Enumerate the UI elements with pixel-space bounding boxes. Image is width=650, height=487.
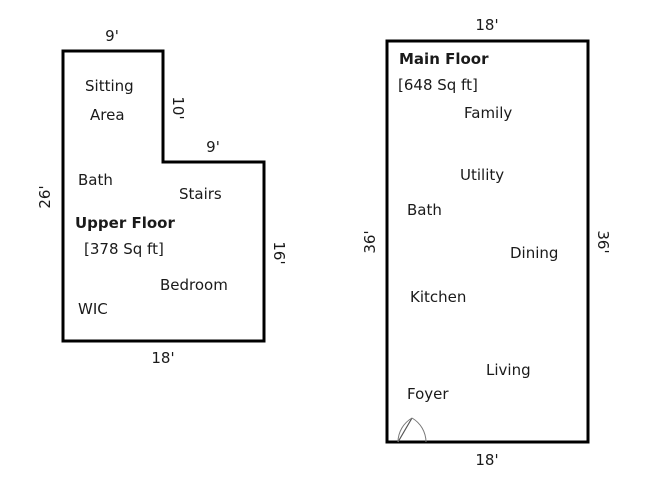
main-floor-walls xyxy=(385,39,590,444)
main-dim-left: 36' xyxy=(361,230,379,253)
main-dim-bottom: 18' xyxy=(475,451,498,469)
room-label-area: Area xyxy=(90,106,125,124)
room-label-living: Living xyxy=(486,361,531,379)
main-dim-top: 18' xyxy=(475,16,498,34)
room-label-upper-bath: Bath xyxy=(78,171,113,189)
main-floor-title: Main Floor xyxy=(399,50,489,68)
room-label-sitting: Sitting xyxy=(85,77,134,95)
room-label-bedroom: Bedroom xyxy=(160,276,228,294)
main-dim-right: 36' xyxy=(594,230,612,253)
room-label-dining: Dining xyxy=(510,244,558,262)
main-floor-plan: 18' 36' 36' 18' Main Floor [648 Sq ft] F… xyxy=(361,16,612,469)
room-label-family: Family xyxy=(464,104,512,122)
upper-dim-bottom: 18' xyxy=(151,349,174,367)
upper-floor-plan: 9' 10' 9' 16' 26' 18' Sitting Area Bath … xyxy=(36,27,288,367)
room-label-utility: Utility xyxy=(460,166,504,184)
room-label-foyer: Foyer xyxy=(407,385,449,403)
main-floor-area: [648 Sq ft] xyxy=(398,76,478,94)
entry-door-icon xyxy=(397,417,427,443)
upper-dim-notch-top: 9' xyxy=(206,138,220,156)
upper-floor-title: Upper Floor xyxy=(75,214,175,232)
room-label-wic: WIC xyxy=(78,300,108,318)
room-label-main-bath: Bath xyxy=(407,201,442,219)
upper-dim-notch-side: 10' xyxy=(169,96,187,119)
upper-floor-walls xyxy=(61,49,266,343)
room-label-kitchen: Kitchen xyxy=(410,288,466,306)
upper-dim-top: 9' xyxy=(105,27,119,45)
upper-dim-left: 26' xyxy=(36,185,54,208)
upper-floor-area: [378 Sq ft] xyxy=(84,240,164,258)
room-label-stairs: Stairs xyxy=(179,185,222,203)
upper-dim-right: 16' xyxy=(270,241,288,264)
